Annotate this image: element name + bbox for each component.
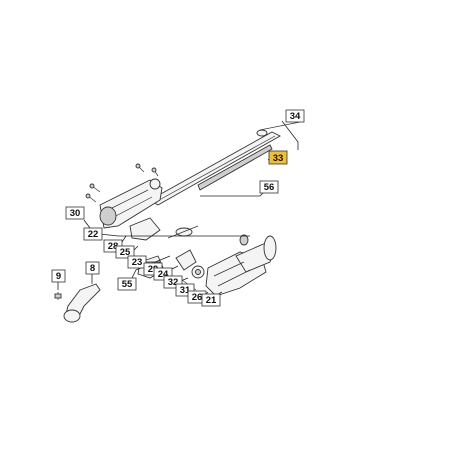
svg-text:31: 31 — [180, 285, 191, 296]
callout-21[interactable]: 21 — [201, 293, 221, 307]
svg-text:22: 22 — [88, 229, 99, 240]
svg-text:24: 24 — [158, 269, 169, 280]
hook-bracket — [63, 283, 101, 323]
callout-22[interactable]: 22 — [83, 227, 103, 241]
small-screw — [54, 292, 62, 300]
svg-text:33: 33 — [273, 153, 284, 164]
screws — [85, 163, 159, 203]
svg-text:34: 34 — [290, 111, 301, 122]
svg-text:32: 32 — [168, 277, 179, 288]
svg-text:26: 26 — [192, 292, 203, 303]
callout-34[interactable]: 34 — [285, 109, 305, 123]
callout-25[interactable]: 25 — [115, 245, 135, 259]
callout-56[interactable]: 56 — [259, 180, 279, 194]
callout-55[interactable]: 55 — [117, 277, 137, 291]
svg-text:56: 56 — [264, 182, 275, 193]
callout-30[interactable]: 30 — [65, 206, 85, 220]
callout-8[interactable]: 8 — [85, 261, 100, 275]
handle-assembly-right — [205, 234, 277, 297]
callouts: 34 33 56 30 22 28 25 23 — [51, 109, 305, 307]
shaft-housing-left — [99, 178, 163, 229]
svg-text:25: 25 — [120, 247, 131, 258]
svg-text:55: 55 — [122, 279, 133, 290]
svg-text:23: 23 — [132, 257, 143, 268]
throttle-parts — [175, 249, 205, 291]
callout-9[interactable]: 9 — [51, 269, 66, 283]
callout-23[interactable]: 23 — [127, 255, 147, 269]
svg-text:9: 9 — [56, 271, 61, 282]
drive-shaft-tube — [149, 121, 301, 206]
svg-text:29: 29 — [148, 264, 159, 275]
svg-text:28: 28 — [108, 241, 119, 252]
svg-text:30: 30 — [70, 208, 81, 219]
callout-33[interactable]: 33 — [268, 150, 288, 165]
svg-text:8: 8 — [90, 263, 95, 274]
svg-text:21: 21 — [206, 295, 217, 306]
